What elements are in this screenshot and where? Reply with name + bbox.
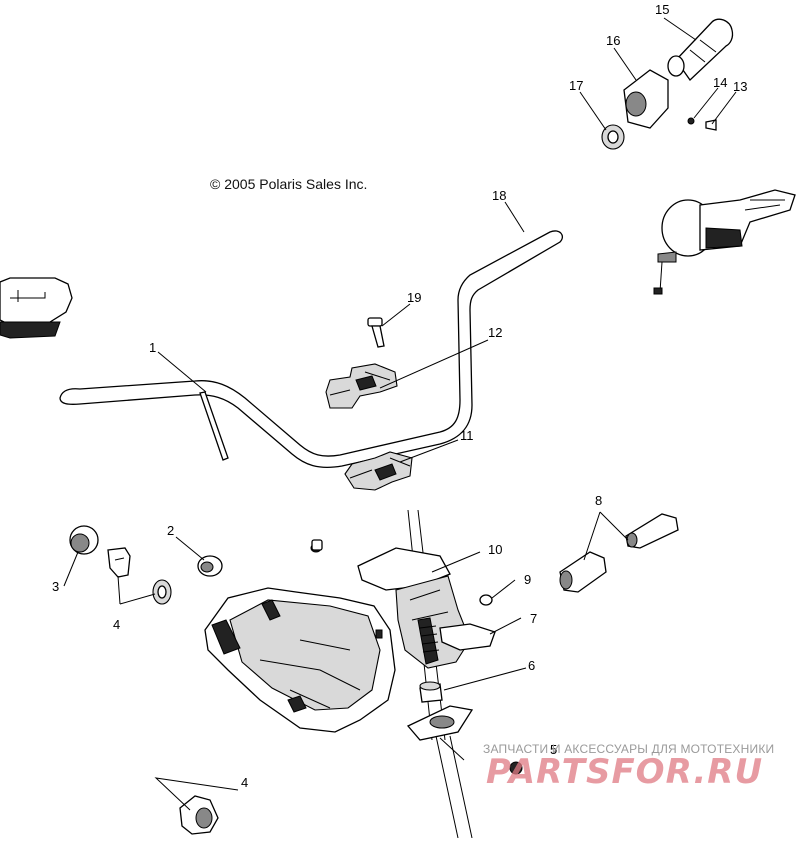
headlight-pod	[204, 543, 396, 733]
callout-7: 7	[530, 611, 537, 626]
watermark-tagline: ЗАПЧАСТИ И АКСЕССУАРЫ ДЛЯ МОТОТЕХНИКИ	[483, 742, 775, 756]
callout-17: 17	[569, 78, 583, 93]
callout-16: 16	[606, 33, 620, 48]
callout-11: 11	[460, 428, 474, 443]
callout-19: 19	[407, 290, 421, 305]
callout-2: 2	[167, 523, 174, 538]
callout-3: 3	[52, 579, 59, 594]
bearing-plate	[406, 705, 523, 839]
bushing-part-8	[559, 513, 679, 593]
callout-1: 1	[149, 340, 156, 355]
callout-5: 5	[550, 742, 557, 757]
bolt-part-19	[367, 317, 385, 348]
watermark-logo: PARTSFOR.RU	[486, 752, 764, 792]
handlebar-part-18	[59, 230, 564, 469]
switch-bracket-part-4	[107, 547, 172, 605]
callout-10: 10	[488, 542, 502, 557]
callout-6: 6	[528, 658, 535, 673]
grip-assembly	[601, 18, 734, 150]
screw-part-9	[479, 594, 493, 606]
callout-4-upper: 4	[113, 617, 120, 632]
callout-9: 9	[524, 572, 531, 587]
cable-part-1	[199, 391, 229, 461]
callout-4-lower: 4	[241, 775, 248, 790]
bushing-part-6	[419, 681, 443, 703]
switch-part-4-lower	[179, 795, 219, 835]
cap-part-2	[197, 555, 223, 577]
callout-15: 15	[655, 2, 669, 17]
upper-clamp-part-12	[325, 363, 398, 409]
callout-14: 14	[713, 75, 727, 90]
callout-8: 8	[595, 493, 602, 508]
knob-part-3	[69, 525, 99, 555]
gauge-housing	[0, 277, 73, 339]
spring-bracket-part-7	[417, 617, 496, 665]
leader-lines	[63, 17, 737, 811]
callout-labels: 1 2 3 4 4 5 6 7 8 9 10 11 12 13 14 15 16…	[52, 2, 747, 790]
callout-18: 18	[492, 188, 506, 203]
brake-lever-assembly	[653, 189, 796, 295]
callout-13: 13	[733, 79, 747, 94]
lower-clamp-part-11	[344, 451, 413, 491]
callout-12: 12	[488, 325, 502, 340]
copyright-notice: © 2005 Polaris Sales Inc.	[210, 176, 368, 192]
